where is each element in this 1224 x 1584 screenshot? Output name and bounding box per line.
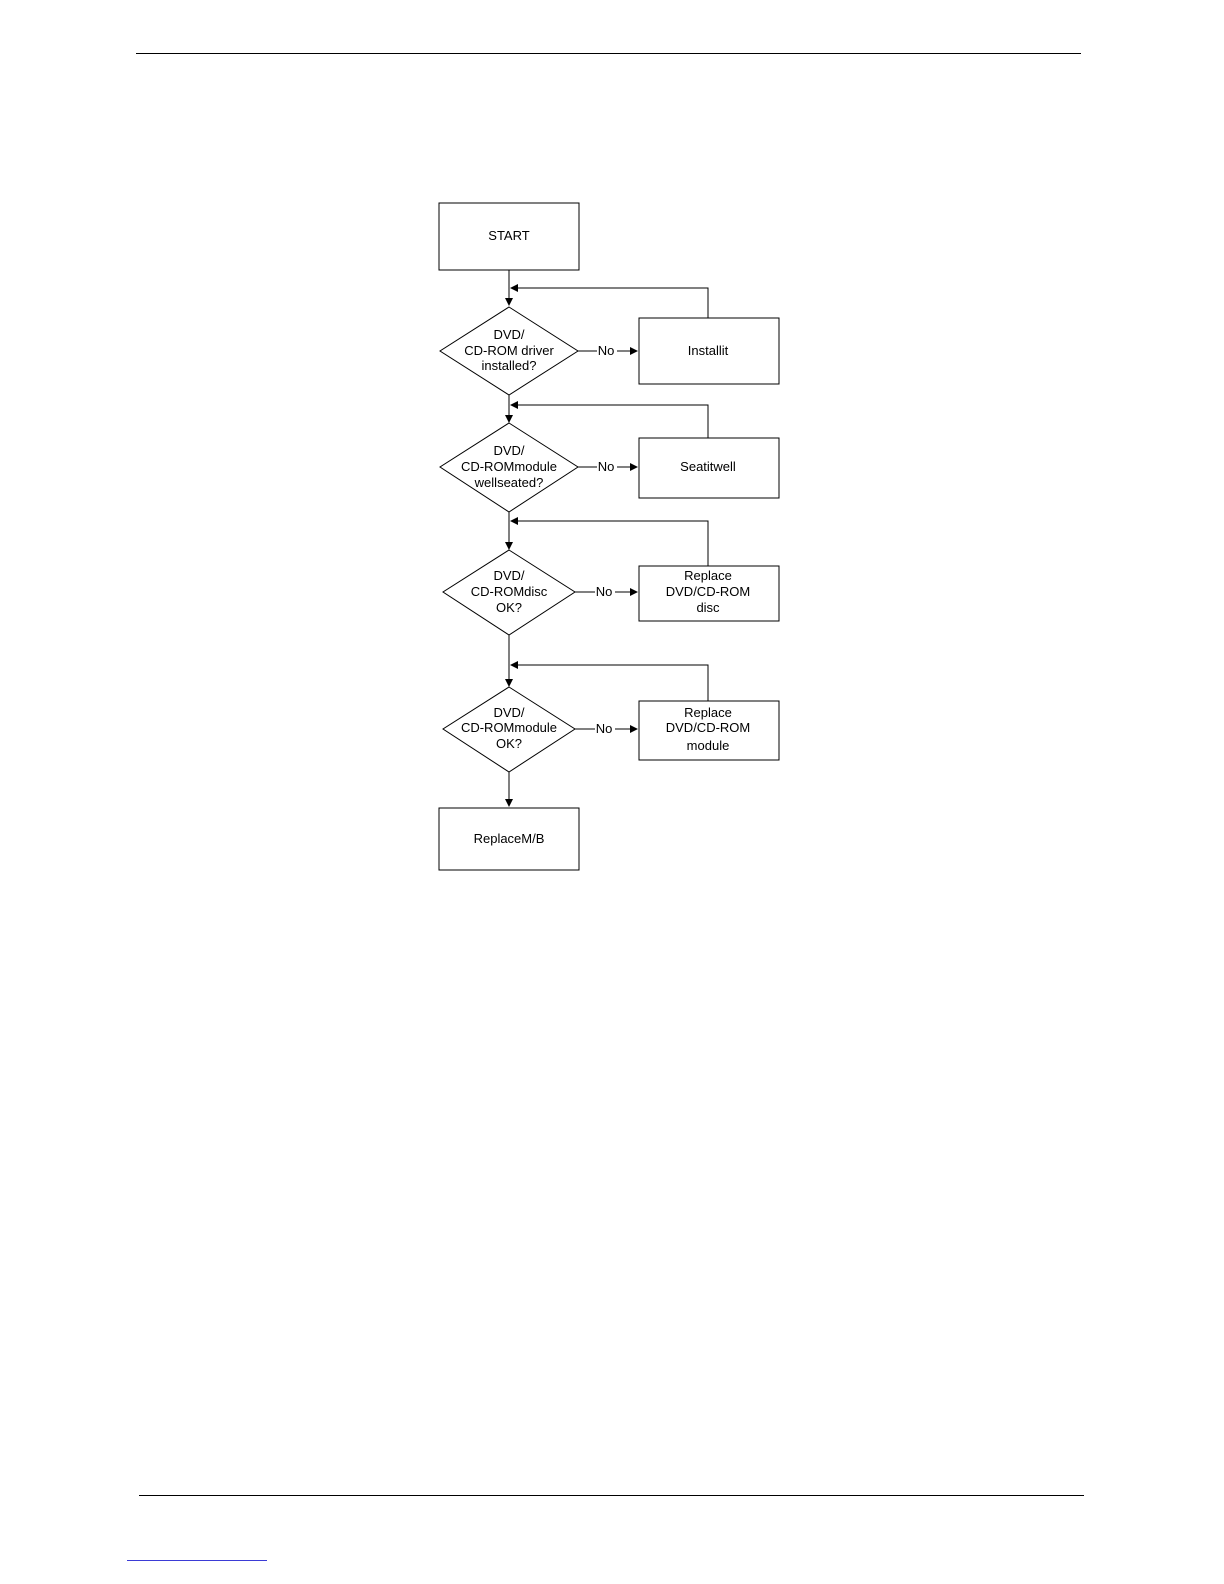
decision-2-line-1: DVD/ — [493, 443, 524, 458]
feedback-1 — [511, 288, 708, 318]
footer-rule — [139, 1495, 1084, 1496]
action-3-line-2: DVD/CD-ROM — [666, 584, 751, 599]
end-label: ReplaceM/B — [474, 831, 545, 846]
no-label-4: No — [596, 721, 613, 736]
decision-3-line-3: OK? — [496, 600, 522, 615]
footer-link-underline[interactable] — [127, 1560, 267, 1561]
feedback-4 — [511, 665, 708, 701]
decision-1-line-2: CD-ROM driver — [464, 343, 554, 358]
action-3-line-1: Replace — [684, 568, 732, 583]
decision-3-line-1: DVD/ — [493, 568, 524, 583]
action-3-line-3: disc — [696, 600, 720, 615]
feedback-2 — [511, 405, 708, 438]
decision-2-line-3: wellseated? — [474, 475, 544, 490]
decision-1-line-3: installed? — [482, 358, 537, 373]
decision-1-line-1: DVD/ — [493, 327, 524, 342]
decision-4-line-1: DVD/ — [493, 705, 524, 720]
decision-4-line-3: OK? — [496, 736, 522, 751]
no-label-3: No — [596, 584, 613, 599]
decision-4-line-2: CD-ROMmodule — [461, 720, 557, 735]
action-4-line-2: DVD/CD-ROM — [666, 720, 751, 735]
start-label: START — [488, 228, 529, 243]
no-label-2: No — [598, 459, 615, 474]
action-4-line-1: Replace — [684, 705, 732, 720]
action-2-line-1: Seatitwell — [680, 459, 736, 474]
decision-3-line-2: CD-ROMdisc — [471, 584, 548, 599]
action-1-line-1: Installit — [688, 343, 729, 358]
decision-2-line-2: CD-ROMmodule — [461, 459, 557, 474]
action-4-line-3: module — [687, 738, 730, 753]
feedback-3 — [511, 521, 708, 566]
no-label-1: No — [598, 343, 615, 358]
